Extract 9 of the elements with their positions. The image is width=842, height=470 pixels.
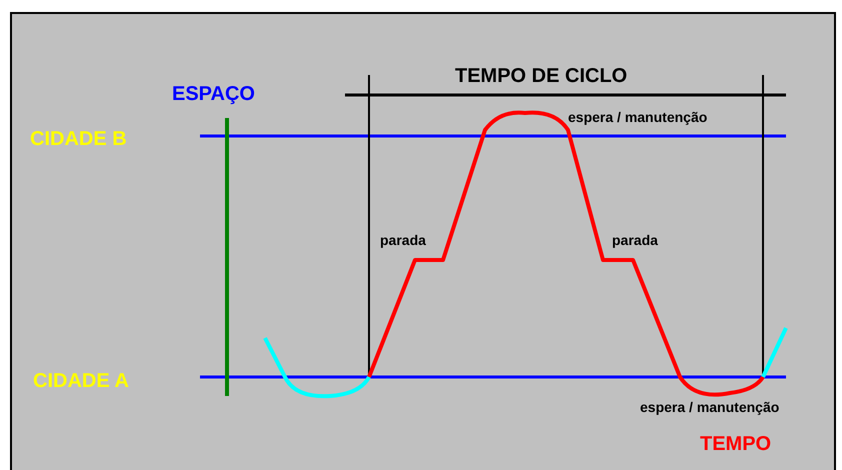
- axis-title: TEMPO DE CICLO: [455, 66, 628, 86]
- annotation-text: espera / manutenção: [568, 110, 708, 124]
- city-label: CIDADE B: [30, 129, 127, 149]
- axis-label: ESPAÇO: [172, 84, 255, 104]
- annotation-text: parada: [612, 233, 658, 247]
- axis-label: TEMPO: [700, 434, 772, 454]
- annotation-text: parada: [380, 233, 426, 247]
- annotation-text: espera / manutenção: [640, 400, 780, 414]
- city-label: CIDADE A: [33, 371, 129, 391]
